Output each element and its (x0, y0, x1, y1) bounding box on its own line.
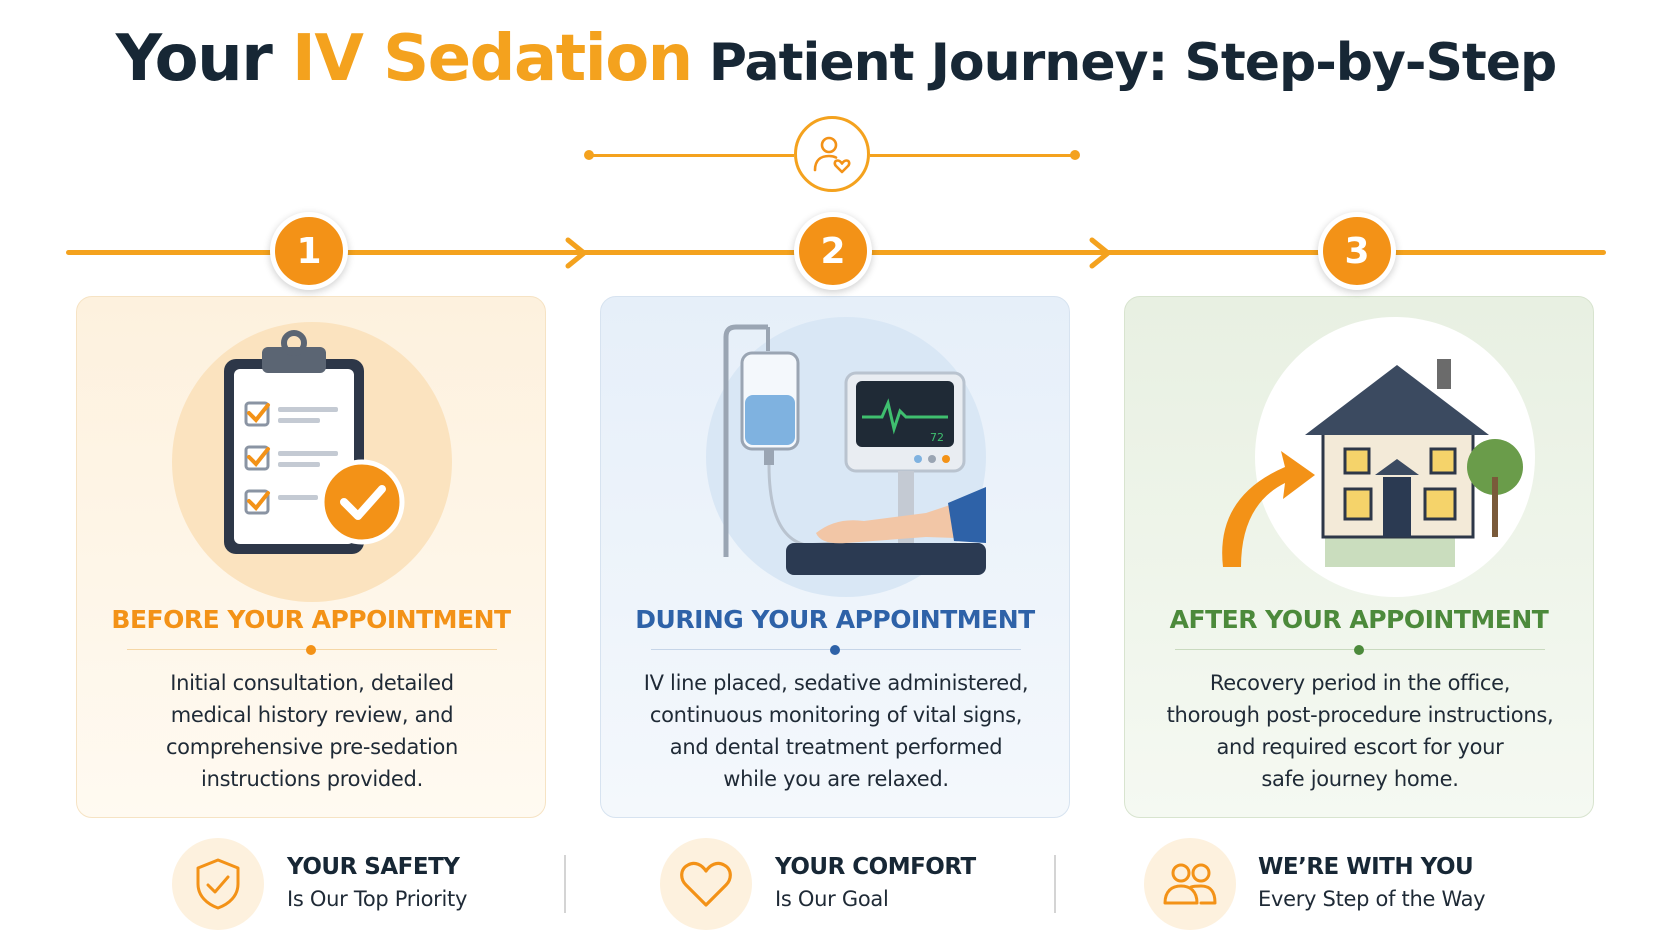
title-highlight: IV Sedation (292, 22, 693, 96)
step-heading: BEFORE YOUR APPOINTMENT (111, 605, 511, 634)
svg-text:72: 72 (930, 431, 944, 444)
footer-divider (564, 855, 566, 913)
divider-dot (830, 645, 840, 655)
step-description: IV line placed, sedative administered, c… (643, 671, 1029, 791)
step-description: Recovery period in the office, thorough … (1166, 671, 1554, 791)
footer-title-safety: YOUR SAFETY (287, 854, 460, 880)
page-title: Your IV Sedation Patient Journey: Step-b… (0, 22, 1672, 96)
title-part-2: Patient Journey: Step-by-Step (691, 33, 1557, 93)
footer-subtitle-comfort: Is Our Goal (775, 887, 889, 911)
footer-title-with-you: WE’RE WITH YOU (1258, 854, 1474, 880)
shield-check-icon (172, 838, 264, 930)
house-arrow-icon (1222, 317, 1535, 597)
step-description: Initial consultation, detailed medical h… (165, 671, 459, 791)
step-card-after: AFTER YOUR APPOINTMENT Recovery period i… (1124, 296, 1594, 818)
footer-subtitle-with-you: Every Step of the Way (1258, 887, 1486, 911)
title-part-1: Your (115, 22, 293, 96)
step-heading: AFTER YOUR APPOINTMENT (1169, 605, 1549, 634)
people-icon (1144, 838, 1236, 930)
iv-drip-monitor-icon: 72 (706, 317, 986, 597)
divider-dot (306, 645, 316, 655)
patient-heart-icon (794, 116, 870, 192)
step-card-during: 72 DURING YOUR APPOINTMENT IV line place… (600, 296, 1070, 818)
deco-line-right (870, 154, 1074, 157)
step-heading: DURING YOUR APPOINTMENT (635, 605, 1035, 634)
chevron-right-icon (565, 237, 587, 269)
heart-icon (660, 838, 752, 930)
step-number-1: 1 (270, 212, 348, 290)
divider-dot (1354, 645, 1364, 655)
footer-subtitle-safety: Is Our Top Priority (287, 887, 468, 911)
step-number-3: 3 (1318, 212, 1396, 290)
clipboard-checklist-icon (172, 322, 452, 602)
step-number-2: 2 (794, 212, 872, 290)
deco-dot-right (1070, 150, 1080, 160)
chevron-right-icon (1089, 237, 1111, 269)
step-card-before: BEFORE YOUR APPOINTMENT Initial consulta… (76, 296, 546, 818)
footer-divider (1054, 855, 1056, 913)
deco-line-left (590, 154, 794, 157)
footer-title-comfort: YOUR COMFORT (775, 854, 976, 880)
deco-dot-left (584, 150, 594, 160)
